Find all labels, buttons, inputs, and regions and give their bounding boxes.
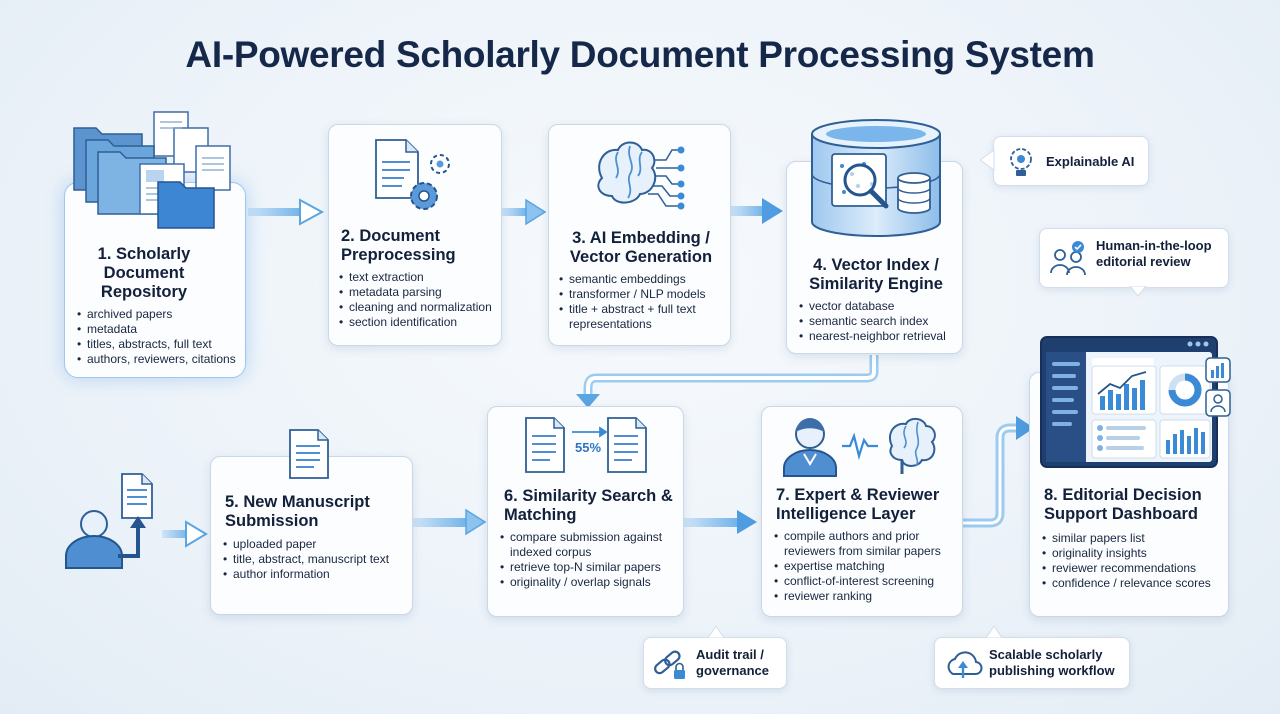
list-item: authors, reviewers, citations: [77, 352, 245, 367]
step-2-title: 2. Document Preprocessing: [341, 227, 456, 264]
step-1-title: 1. Scholarly Document Repository: [97, 245, 191, 301]
list-item: semantic embeddings: [559, 272, 727, 287]
similarity-badge: 55%: [574, 440, 602, 455]
step-6-card: 6. Similarity Search & Matching compare …: [487, 406, 684, 617]
callout-pointer: [985, 625, 1003, 638]
step-2-bullets: text extraction metadata parsing cleanin…: [339, 270, 501, 330]
arrow-5-6: [413, 508, 487, 536]
arrow-4-6: [576, 355, 879, 408]
document-gear-icon: [375, 139, 450, 210]
list-item: originality insights: [1042, 546, 1228, 561]
list-item: reviewer recommendations: [1042, 561, 1228, 576]
diagram-title: AI-Powered Scholarly Document Processing…: [185, 34, 1095, 75]
list-item: conflict-of-interest screening: [774, 574, 962, 589]
list-item: compile authors and prior reviewers from…: [774, 529, 962, 559]
dashboard-icon: [1040, 336, 1231, 468]
list-item: transformer / NLP models: [559, 287, 727, 302]
step-5-card: 5. New Manuscript Submission uploaded pa…: [210, 456, 413, 615]
list-item: archived papers: [77, 307, 245, 322]
users-check-icon: [1050, 241, 1086, 276]
step-1-bullets: archived papers metadata titles, abstrac…: [77, 307, 245, 367]
step-4-bullets: vector database semantic search index ne…: [799, 299, 961, 344]
list-item: author information: [223, 567, 411, 582]
list-item: semantic search index: [799, 314, 961, 329]
list-item: confidence / relevance scores: [1042, 576, 1228, 591]
list-item: titles, abstracts, full text: [77, 337, 245, 352]
list-item: nearest-neighbor retrieval: [799, 329, 961, 344]
list-item: uploaded paper: [223, 537, 411, 552]
callout-explainable-ai: Explainable AI: [993, 136, 1149, 186]
reviewer-ai-icon: [783, 418, 936, 477]
list-item: text extraction: [339, 270, 501, 285]
step-8-bullets: similar papers list originality insights…: [1042, 531, 1228, 591]
callout-pointer: [1129, 286, 1147, 297]
folder-stack-icon: [73, 111, 231, 229]
callout-audit-trail: Audit trail / governance: [643, 637, 787, 689]
step-6-title: 6. Similarity Search & Matching: [504, 487, 673, 524]
manuscript-icon: [289, 429, 329, 479]
step-7-bullets: compile authors and prior reviewers from…: [774, 529, 962, 604]
list-item: reviewer ranking: [774, 589, 962, 604]
database-search-icon: [811, 119, 941, 237]
lightbulb-gear-icon: [1010, 148, 1032, 176]
arrow-7-8: [963, 416, 1034, 528]
brain-network-icon: [597, 141, 685, 210]
list-item: compare submission against indexed corpu…: [500, 530, 682, 560]
list-item: cleaning and normalization: [339, 300, 501, 315]
author-upload-icon: [65, 473, 153, 569]
step-1-card: 1. Scholarly Document Repository archive…: [64, 182, 246, 378]
arrow-6-7: [684, 510, 757, 534]
callout-pointer: [979, 149, 995, 171]
chain-lock-icon: [654, 650, 685, 679]
list-item: expertise matching: [774, 559, 962, 574]
step-8-title: 8. Editorial Decision Support Dashboard: [1044, 486, 1202, 523]
list-item: originality / overlap signals: [500, 575, 682, 590]
step-4-title: 4. Vector Index / Similarity Engine: [809, 256, 943, 293]
callout-pointer: [707, 625, 725, 638]
list-item: vector database: [799, 299, 961, 314]
list-item: similar papers list: [1042, 531, 1228, 546]
list-item: title, abstract, manuscript text: [223, 552, 411, 567]
cloud-upload-icon: [947, 651, 983, 678]
callout-human-label: Human-in-the-loop editorial review: [1096, 238, 1212, 269]
list-item: retrieve top-N similar papers: [500, 560, 682, 575]
callout-explainable-label: Explainable AI: [1046, 154, 1135, 169]
list-item: metadata parsing: [339, 285, 501, 300]
arrow-1-2: [248, 198, 325, 226]
callout-audit-label: Audit trail / governance: [696, 647, 769, 678]
step-5-title: 5. New Manuscript Submission: [225, 493, 370, 530]
list-item: title + abstract + full text representat…: [559, 302, 727, 332]
step-7-title: 7. Expert & Reviewer Intelligence Layer: [776, 486, 940, 523]
step-5-bullets: uploaded paper title, abstract, manuscri…: [223, 537, 411, 582]
arrow-3-4: [731, 198, 783, 224]
callout-human-in-loop: Human-in-the-loop editorial review: [1039, 228, 1229, 288]
step-3-bullets: semantic embeddings transformer / NLP mo…: [559, 272, 727, 332]
list-item: section identification: [339, 315, 501, 330]
document-compare-icon: [525, 417, 647, 473]
step-6-bullets: compare submission against indexed corpu…: [500, 530, 682, 590]
callout-scalable-workflow: Scalable scholarly publishing workflow: [934, 637, 1130, 689]
list-item: metadata: [77, 322, 245, 337]
callout-scalable-label: Scalable scholarly publishing workflow: [989, 647, 1115, 678]
arrow-2-3: [502, 198, 547, 226]
arrow-user-5: [162, 520, 208, 548]
step-3-title: 3. AI Embedding / Vector Generation: [569, 229, 713, 266]
